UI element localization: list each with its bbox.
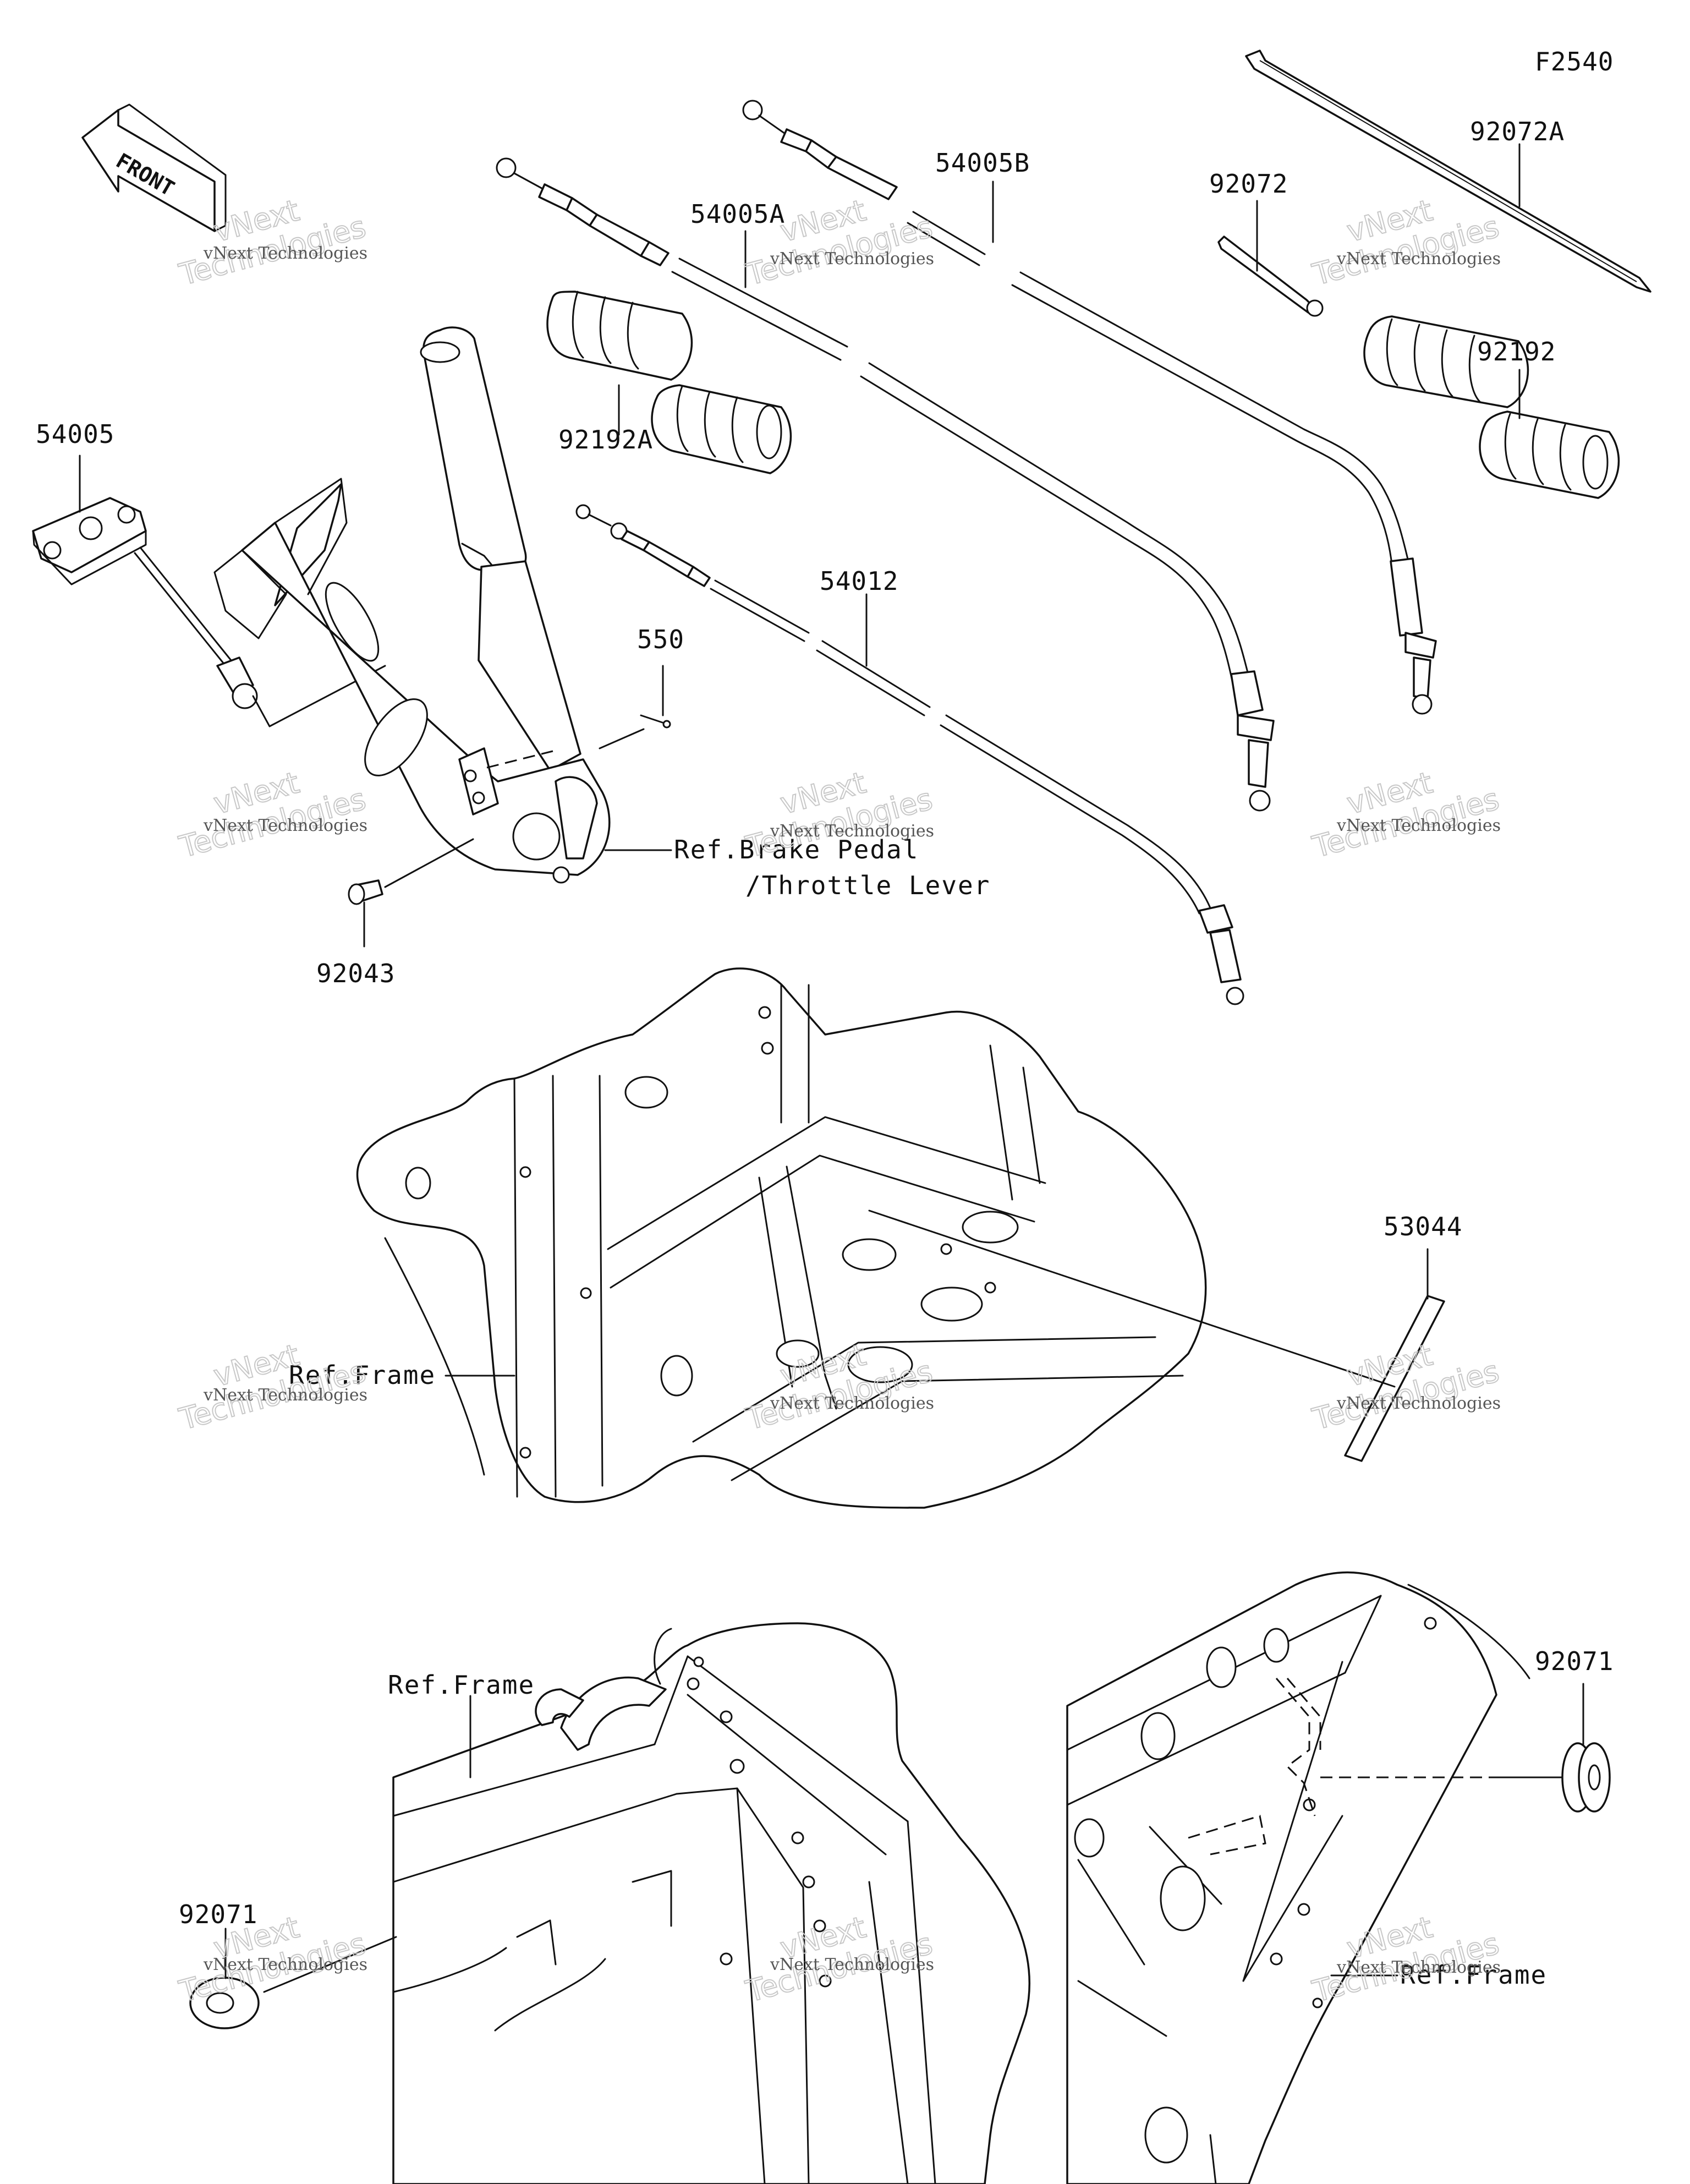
- svg-text:vNext Technologies: vNext Technologies: [770, 1955, 934, 1974]
- cable-54012: [575, 504, 1244, 1005]
- cable-clamp-54005: [32, 497, 386, 727]
- svg-text:vNext Technologies: vNext Technologies: [1336, 816, 1501, 835]
- label-92071-left: 92071: [179, 1900, 257, 1929]
- label-92072A: 92072A: [1470, 117, 1565, 146]
- label-92192: 92192: [1477, 337, 1556, 366]
- cable-54005A: [496, 157, 1275, 812]
- svg-text:vNext Technologies: vNext Technologies: [770, 249, 934, 269]
- ref-frame-1: Ref.Frame: [289, 1360, 436, 1390]
- svg-text:vNext Technologies: vNext Technologies: [1336, 1958, 1501, 1977]
- frame-lower-left: [392, 1622, 1031, 2184]
- svg-text:vNext Technologies: vNext Technologies: [770, 822, 934, 841]
- svg-text:vNext Technologies: vNext Technologies: [203, 1955, 367, 1974]
- brake-pedal-assembly: [213, 326, 611, 884]
- label-54005: 54005: [36, 419, 114, 449]
- grommet-92071-right: [1495, 1742, 1611, 1813]
- boot-92192: [1363, 315, 1620, 499]
- frame-middle: [356, 967, 1207, 1509]
- figure-code: F2540: [1535, 47, 1614, 76]
- label-92043: 92043: [316, 959, 395, 988]
- grommet-92071-left: [189, 1936, 397, 2029]
- ref-throttle-lever: /Throttle Lever: [745, 871, 990, 900]
- label-53044: 53044: [1384, 1212, 1462, 1241]
- label-54005A: 54005A: [690, 199, 785, 229]
- frame-lower-right: [1066, 1571, 1530, 2184]
- cable-tie-short: [1217, 236, 1324, 317]
- ref-frame-2: Ref.Frame: [388, 1670, 535, 1700]
- label-92072: 92072: [1209, 169, 1288, 199]
- leader-550-link: [599, 728, 645, 749]
- svg-text:vNext Technologies: vNext Technologies: [770, 1394, 934, 1413]
- cable-tie-long: [1245, 50, 1651, 293]
- svg-text:vNext Technologies: vNext Technologies: [1336, 1394, 1501, 1413]
- svg-text:vNext Technologies: vNext Technologies: [203, 244, 367, 263]
- ref-frame-3: Ref.Frame: [1400, 1960, 1547, 1990]
- label-54012: 54012: [820, 566, 898, 596]
- label-550: 550: [637, 625, 684, 654]
- cable-54005B: [742, 100, 1437, 715]
- svg-text:vNext Technologies: vNext Technologies: [203, 1386, 367, 1405]
- label-92192A: 92192A: [558, 425, 653, 455]
- svg-text:vNext Technologies: vNext Technologies: [1336, 249, 1501, 269]
- cotter-pin-550: [640, 714, 671, 729]
- pin-92043: [348, 838, 474, 905]
- ref-brake-pedal: Ref.Brake Pedal: [674, 835, 919, 864]
- front-arrow-icon: FRONT: [81, 103, 227, 232]
- boot-92192A: [546, 291, 792, 474]
- label-54005B: 54005B: [935, 148, 1030, 178]
- svg-text:vNext Technologies: vNext Technologies: [203, 816, 367, 835]
- label-92071-right: 92071: [1535, 1646, 1614, 1676]
- strip-53044: [868, 1209, 1445, 1462]
